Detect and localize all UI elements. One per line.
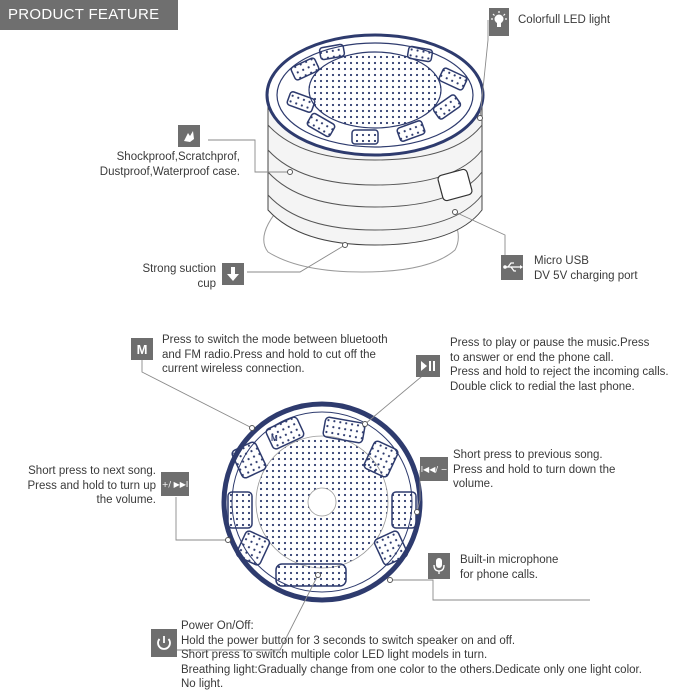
m-button-icon: M [131,338,153,360]
play-pause-icon [416,355,440,377]
prev-glyph: I◀◀/ − [421,465,448,474]
microphone-icon [428,553,450,579]
speaker-top-view: M [221,401,423,603]
next-button-label: Short press to next song.Press and hold … [27,465,157,506]
power-button-label: Power On/Off: Hold the power button for … [181,620,642,690]
power-icon [151,629,177,657]
m-glyph: M [137,342,148,357]
hand-shock-icon [178,125,200,147]
down-arrow-icon [222,263,244,285]
mode-button-label: Press to switch the mode between bluetoo… [162,334,388,375]
usb-icon [501,255,523,280]
banner-title: PRODUCT FEATURE [8,6,160,23]
shockproof-label: Shockproof,Scratchprof,Dustproof,Waterpr… [99,151,240,178]
speaker-side-view [263,33,485,273]
prev-button-label: Short press to previous song.Press and h… [453,449,616,490]
volume-up-next-icon: +/ ▶▶I [161,472,189,496]
next-glyph: +/ ▶▶I [162,480,189,489]
led-bulb-icon [489,8,509,36]
product-feature-banner: PRODUCT FEATURE [0,0,178,30]
svg-text:M: M [271,434,278,443]
led-label: Colorfull LED light [518,14,611,26]
volume-down-prev-icon: I◀◀/ − [420,457,448,481]
